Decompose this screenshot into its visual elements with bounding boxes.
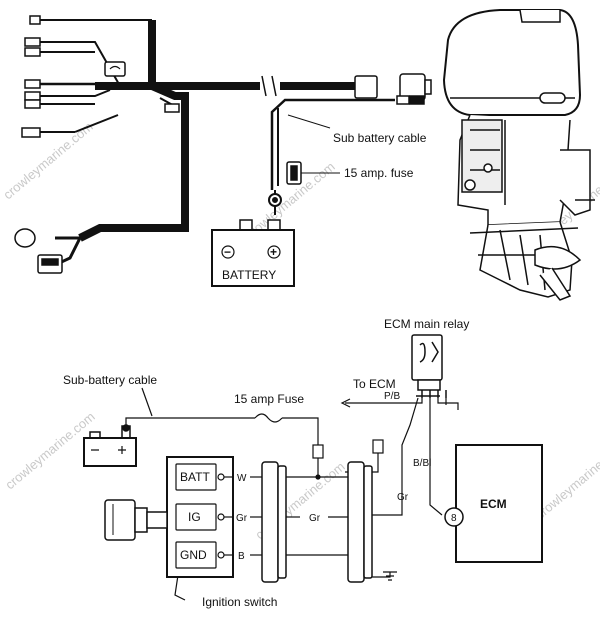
sub-battery-circuit [125, 387, 379, 601]
battery: − + BATTERY [211, 219, 295, 287]
sub-battery-cable-label-schematic: Sub-battery cable [63, 373, 157, 387]
ecm-pin-label: 8 [451, 513, 457, 524]
to-ecm-label: To ECM [353, 377, 396, 391]
ignition-switch [104, 456, 234, 578]
harness-connectors [14, 15, 432, 274]
relay-wires [340, 397, 459, 516]
ecm-main-relay [411, 334, 447, 398]
outboard-motor [442, 9, 595, 301]
fuse-label-schematic: 15 amp Fuse [234, 392, 304, 406]
ignition-switch-label: Ignition switch [202, 595, 277, 609]
battery-minus: − [224, 245, 231, 259]
wire-label-gr-right: Gr [397, 492, 409, 503]
ring-terminal [268, 193, 282, 207]
schematic-battery [83, 424, 137, 467]
wire-label-b: B [238, 551, 245, 562]
wire-label-bbl: B/Bl [413, 458, 431, 469]
wire-label-gr-mid: Gr [309, 513, 321, 524]
wire-label-pb: P/B [384, 391, 400, 402]
switch-wires [217, 472, 397, 581]
sub-battery-cable-label: Sub battery cable [333, 131, 427, 145]
terminal-ig: IG [188, 510, 201, 524]
fuse-holder [286, 161, 340, 185]
terminal-gnd: GND [180, 548, 207, 562]
fuse-label: 15 amp. fuse [344, 166, 414, 180]
ecm-box: 8 ECM [444, 444, 543, 563]
battery-label: BATTERY [222, 268, 276, 282]
connector-blocks [261, 461, 373, 583]
terminal-batt: BATT [180, 470, 210, 484]
battery-plus: + [270, 245, 277, 259]
ecm-label: ECM [480, 497, 507, 511]
wire-label-w: W [237, 473, 247, 484]
ecm-main-relay-label: ECM main relay [384, 317, 469, 331]
inline-connectors [312, 439, 384, 459]
wire-label-gr: Gr [236, 513, 248, 524]
